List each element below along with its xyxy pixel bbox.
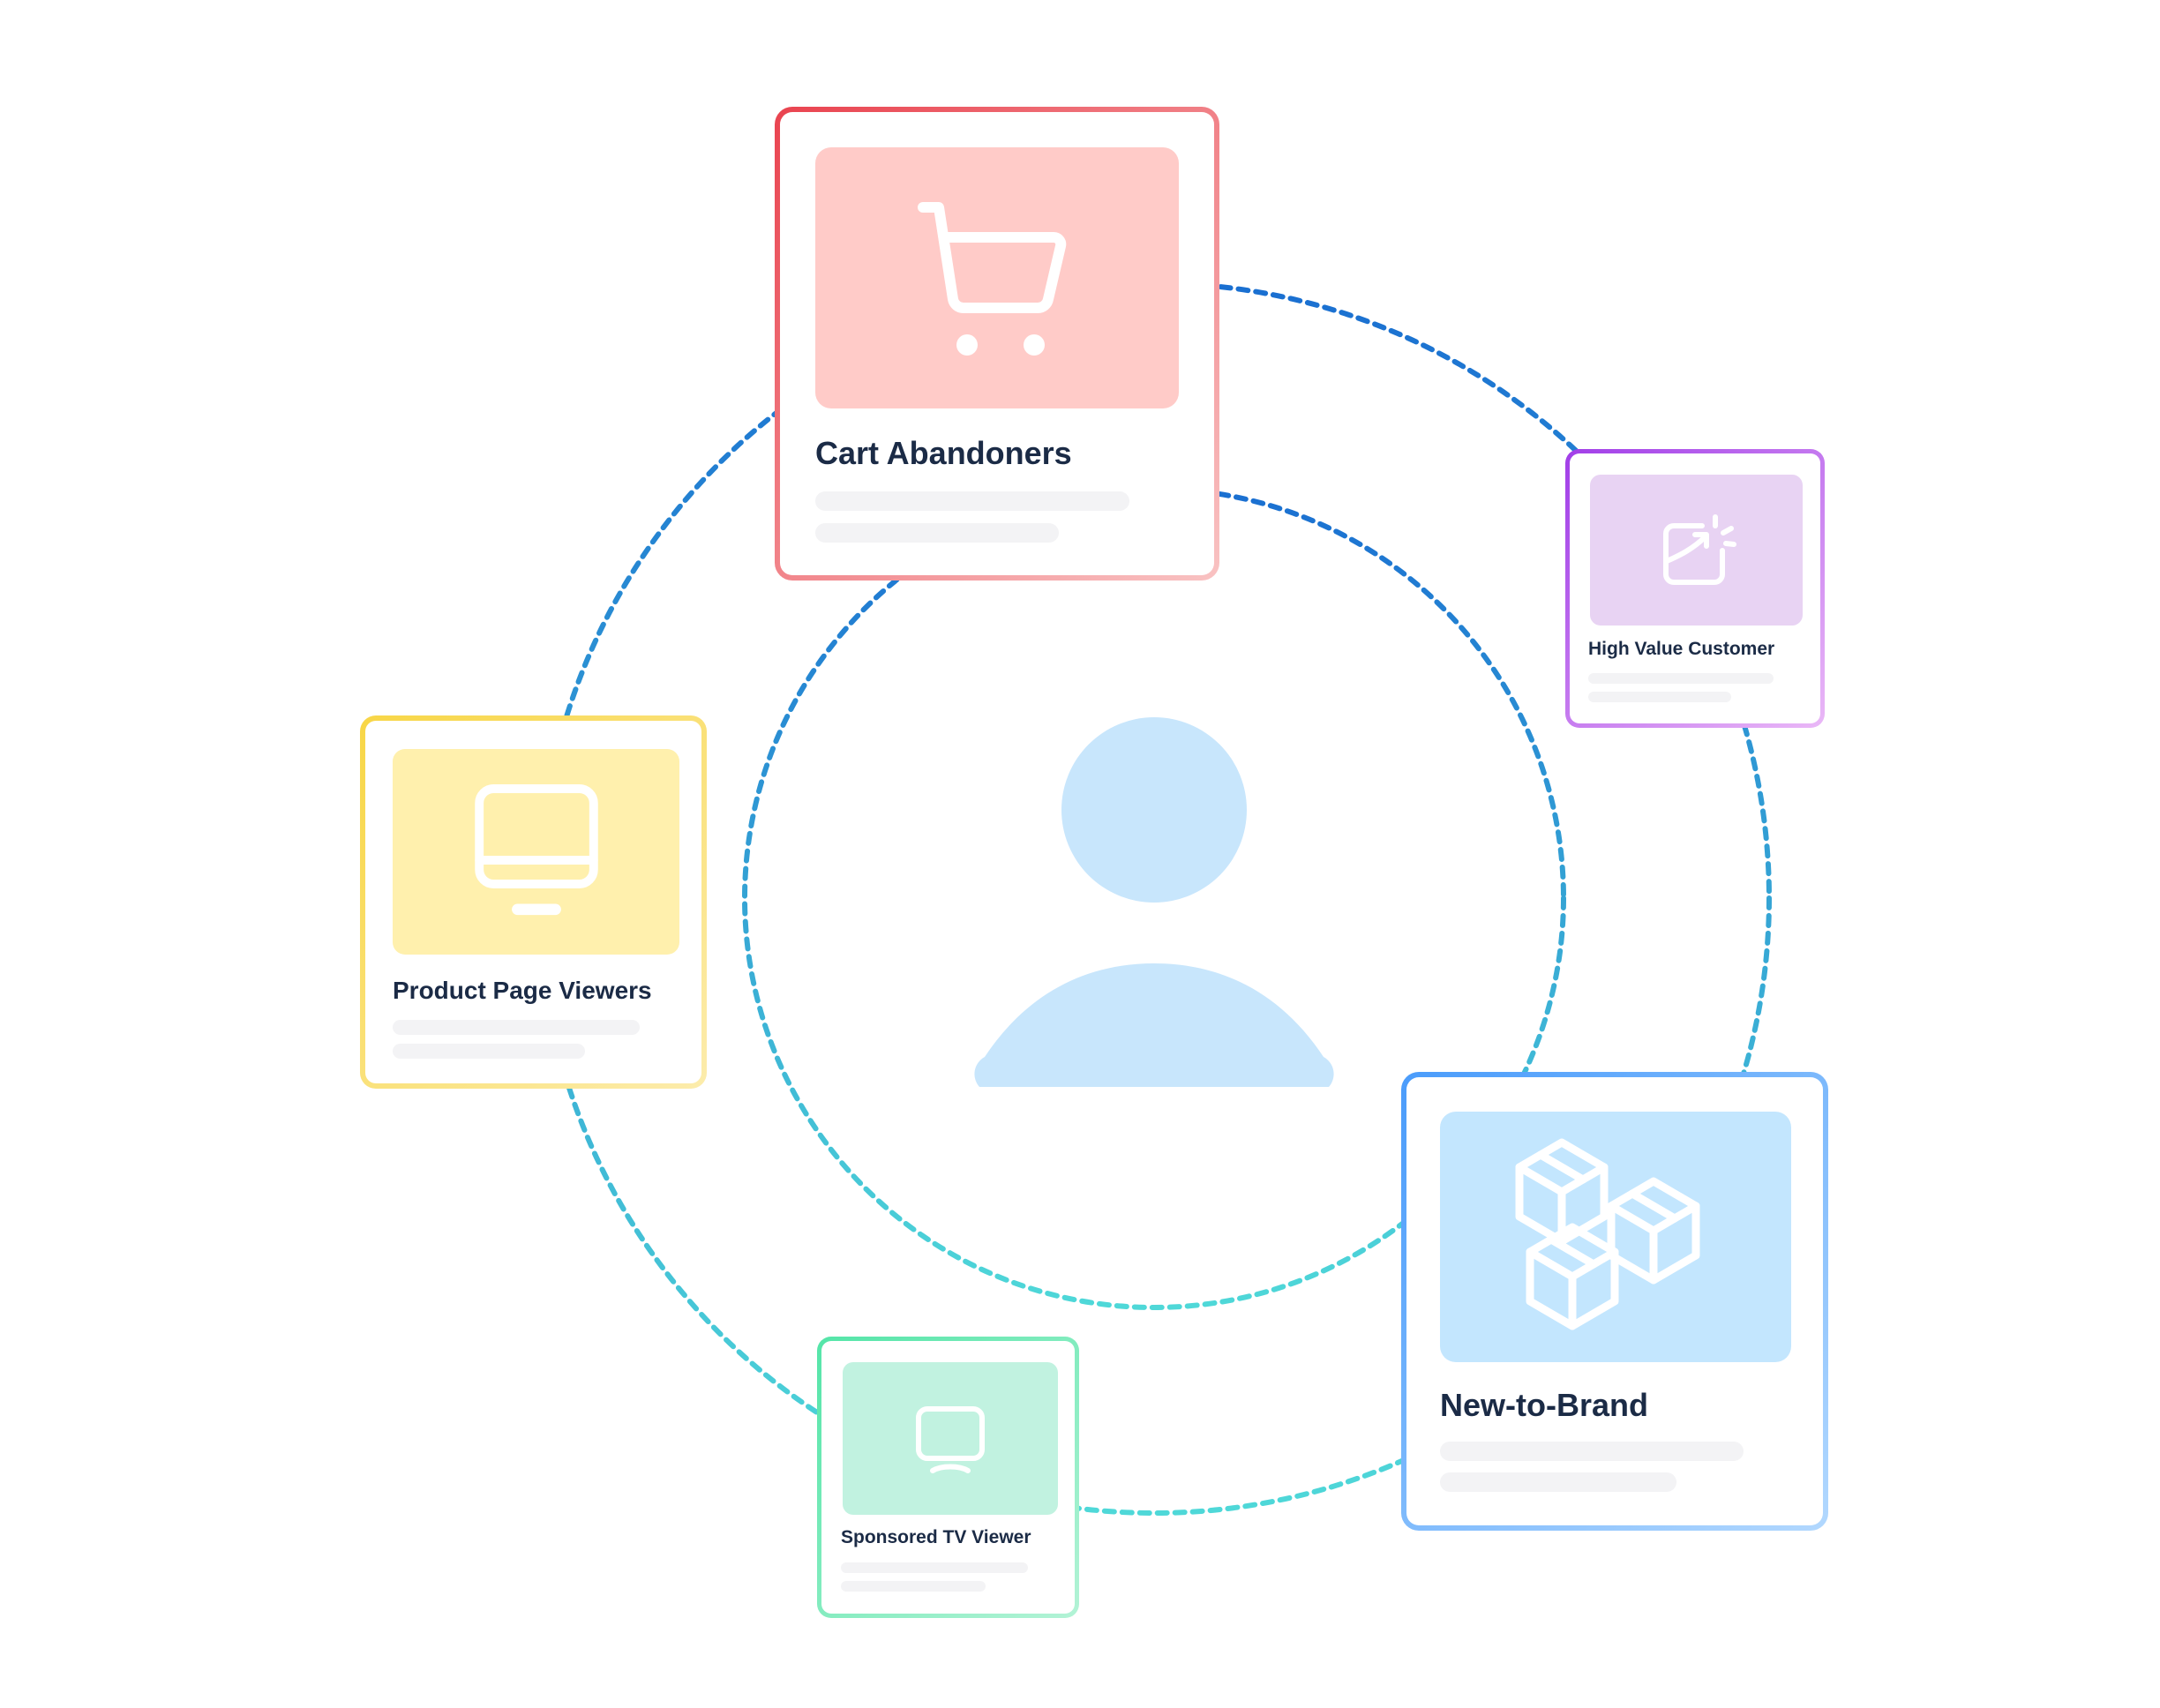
card-label: Sponsored TV Viewer xyxy=(841,1527,1031,1547)
tv-icon xyxy=(916,1405,985,1473)
growth-arrow-icon xyxy=(1662,513,1736,585)
product-page-tile xyxy=(393,749,679,955)
shopping-cart-icon xyxy=(918,202,1067,356)
desktop-monitor-icon xyxy=(474,783,598,915)
placeholder-line xyxy=(1440,1442,1744,1461)
placeholder-line xyxy=(1588,673,1774,684)
placeholder-line xyxy=(841,1562,1028,1573)
boxes-icon xyxy=(1515,1138,1700,1330)
placeholder-line xyxy=(815,491,1129,511)
placeholder-line xyxy=(393,1044,585,1059)
card-label: New-to-Brand xyxy=(1440,1387,1648,1423)
card-product-page-viewers[interactable]: Product Page Viewers xyxy=(360,715,707,1089)
person-icon xyxy=(974,717,1334,1087)
placeholder-line xyxy=(1588,692,1731,702)
card-label: Cart Abandoners xyxy=(815,435,1072,471)
card-cart-abandoners[interactable]: Cart Abandoners xyxy=(775,107,1219,581)
card-high-value-customer[interactable]: High Value Customer xyxy=(1565,449,1825,728)
card-label: Product Page Viewers xyxy=(393,977,652,1004)
placeholder-line xyxy=(1440,1472,1676,1492)
card-new-to-brand[interactable]: New-to-Brand xyxy=(1401,1072,1828,1531)
new-to-brand-tile xyxy=(1440,1112,1791,1362)
cart-tile xyxy=(815,147,1179,408)
card-label: High Value Customer xyxy=(1588,639,1775,659)
placeholder-line xyxy=(815,523,1059,543)
sponsored-tv-tile xyxy=(843,1362,1058,1515)
placeholder-line xyxy=(841,1581,986,1592)
card-sponsored-tv-viewer[interactable]: Sponsored TV Viewer xyxy=(817,1337,1079,1618)
high-value-tile xyxy=(1590,475,1803,626)
placeholder-line xyxy=(393,1020,640,1035)
